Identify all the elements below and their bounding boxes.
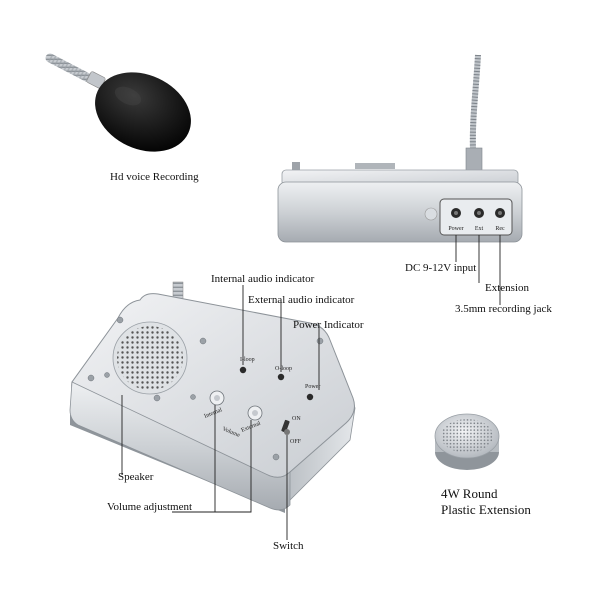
microphone-image [45,53,191,152]
label-external-audio-indicator: External audio indicator [248,294,355,306]
label-volume-adjustment: Volume adjustment [107,501,193,513]
panel-on: ON [292,416,301,422]
label-internal-audio-indicator: Internal audio indicator [211,273,315,285]
label-dc-input: DC 9-12V input [405,262,477,274]
panel-power: Power [305,384,320,390]
label-speaker: Speaker [118,471,154,483]
label-extension: Extension [485,282,529,294]
main-leader-lines [121,285,320,540]
round-extension-speaker [434,413,500,470]
label-round-extension-line2: Plastic Extension [441,502,531,517]
device-main-view: I-loop O-loop Power Internal External Vo… [69,281,356,513]
port-label-power: Power [448,226,463,232]
label-recording-jack: 3.5mm recording jack [455,303,552,315]
label-round-extension-line1: 4W Round [441,486,498,501]
back-leader-lines [455,235,501,305]
port-label-ext: Ext [475,226,484,232]
label-power-indicator: Power Indicator [293,319,364,331]
panel-o-loop: O-loop [275,366,292,372]
panel-off: OFF [290,439,302,445]
device-back-view: Power Ext Rec [277,54,523,243]
label-switch: Switch [273,540,304,552]
panel-i-loop: I-loop [240,357,255,363]
label-hd-voice-recording: Hd voice Recording [110,171,199,183]
port-label-rec: Rec [495,226,505,232]
